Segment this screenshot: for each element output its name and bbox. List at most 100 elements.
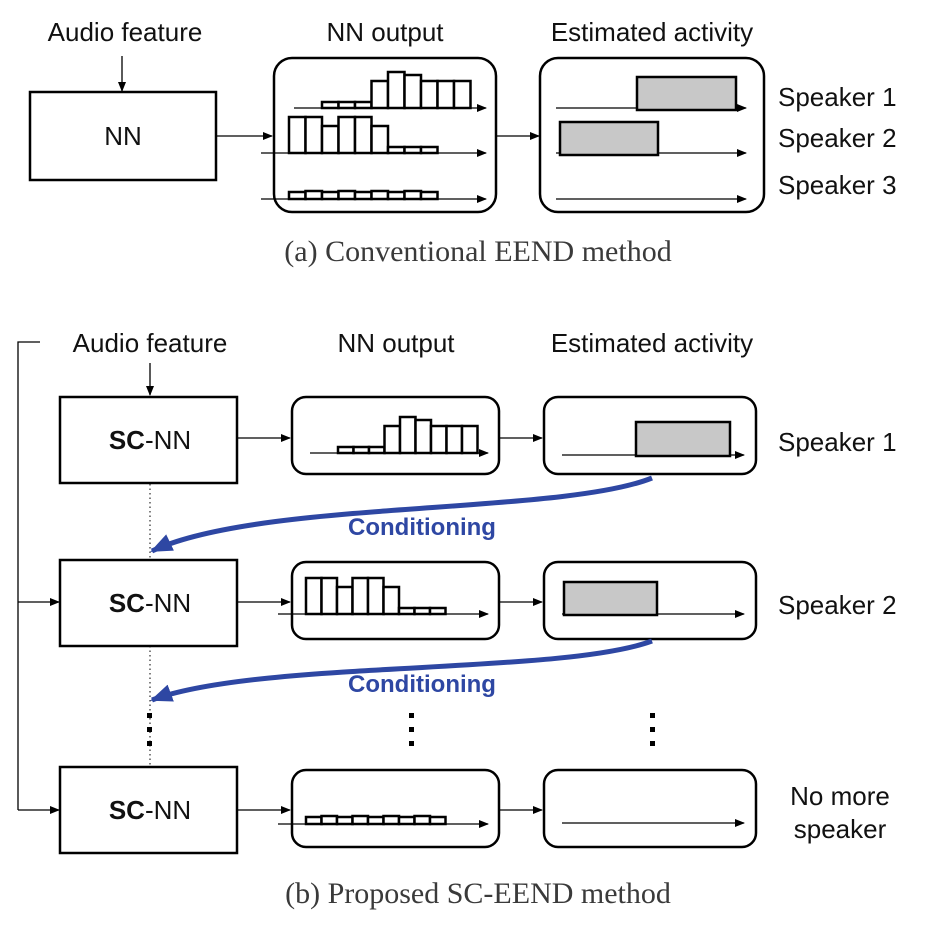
activity-segment-b2 [562,580,659,617]
a-speaker-2-bar [320,124,340,155]
ellipsis-middle [409,713,414,746]
speaker-2-label-b: Speaker 2 [778,590,897,620]
speaker-1-label-a: Speaker 1 [778,82,897,112]
conditioning-arrow-2 [150,638,653,703]
b-speaker-2-bar [320,576,339,616]
sc-nn-label-3: SC-NN [109,795,191,825]
b-no-speaker-bar [428,815,447,826]
b-no-speaker-bar [351,814,370,826]
caption-b: (b) Proposed SC-EEND method [285,877,671,910]
a-speaker-3-bar [304,189,324,201]
nn-output-panel-b3 [290,768,501,849]
activity-segment-speaker-1-a [635,75,738,112]
b-speaker-1-bar [383,424,402,455]
activity-segment-speaker-2-a [558,120,660,157]
b-no-speaker-bar [304,815,323,826]
b-speaker-1-bar [367,445,386,455]
caption-a: (a) Conventional EEND method [284,235,671,268]
a-speaker-1-bar [370,79,390,110]
no-more-label-line2: speaker [794,814,887,844]
nn-output-bars-a [261,70,487,203]
nn-output-bars-b [278,415,489,828]
a-speaker-2-bar [304,115,324,155]
a-speaker-3-bar [386,190,406,201]
b-speaker-1-bar [352,445,371,455]
a-speaker-1-bar [320,100,340,110]
b-speaker-1-bar [460,424,479,455]
ellipsis-left [147,713,152,746]
nn-output-label-a: NN output [326,17,444,47]
conditioning-label-2: Conditioning [348,671,496,698]
audio-feature-label-b: Audio feature [73,328,228,358]
sc-nn-label-1: SC-NN [109,425,191,455]
sc-nn-box-1 [58,395,239,485]
a-speaker-2-bar [337,115,357,155]
a-speaker-1-bar [386,70,406,110]
a-speaker-2-bar [386,145,406,155]
a-speaker-2-bar [403,145,423,155]
part-b: Audio feature NN output Estimated activi… [17,328,897,910]
conditioning-label-1: Conditioning [348,514,496,541]
sc-nn-label-2: SC-NN [109,588,191,618]
a-speaker-3-bar [419,190,439,201]
b-no-speaker-bar [413,814,432,826]
b-speaker-2-bar [413,606,432,616]
a-speaker-1-bar [353,100,373,110]
a-speaker-1-bar [403,73,423,110]
sc-nn-box-2 [58,558,239,648]
a-speaker-2-bar [419,145,439,155]
speaker-3-label-a: Speaker 3 [778,170,897,200]
a-speaker-1-bar [436,79,456,110]
estimated-activity-panel-b3 [542,768,758,849]
b-no-speaker-bar [335,815,354,826]
no-more-label-line1: No more [790,781,890,811]
b-no-speaker-bar [382,814,401,826]
speaker-1-label-b: Speaker 1 [778,427,897,457]
input-feed-line [17,341,40,810]
a-speaker-2-bar [287,115,307,155]
b-speaker-1-bar [445,424,464,455]
part-a: Audio feature NN output Estimated activi… [28,17,897,268]
audio-feature-label-a: Audio feature [48,17,203,47]
a-speaker-3-bar [320,190,340,201]
a-speaker-3-bar [287,190,307,201]
sc-bold-2: SC [109,588,145,618]
conditioning-arrow-1 [150,475,653,554]
b-speaker-2-bar [428,606,447,616]
estimated-activity-label-b: Estimated activity [551,328,753,358]
sc-bold-3: SC [109,795,145,825]
b-no-speaker-bar [320,814,339,826]
nn-box-label-a: NN [104,121,142,151]
nn-output-label-b: NN output [337,328,455,358]
a-speaker-1-bar [337,100,357,110]
a-speaker-3-bar [370,189,390,201]
a-speaker-1-bar [419,79,439,110]
b-speaker-1-bar [429,424,448,455]
a-speaker-3-bar [337,189,357,201]
estimated-activity-label-a: Estimated activity [551,17,753,47]
b-speaker-1-bar [398,415,417,455]
a-speaker-1-bar [452,79,472,110]
b-speaker-2-bar [382,585,401,616]
a-speaker-2-bar [370,124,390,155]
nn-suffix-3: -NN [145,795,191,825]
b-speaker-1-bar [414,418,433,455]
b-speaker-2-bar [335,585,354,616]
b-speaker-2-bar [366,576,385,616]
ellipsis-right [650,713,655,746]
nn-suffix-2: -NN [145,588,191,618]
nn-suffix-1: -NN [145,425,191,455]
a-speaker-2-bar [353,115,373,155]
activity-segment-b1 [634,420,732,458]
b-no-speaker-bar [366,815,385,826]
b-no-speaker-bar [397,815,416,826]
a-speaker-3-bar [353,190,373,201]
speaker-2-label-a: Speaker 2 [778,123,897,153]
b-speaker-1-bar [336,445,355,455]
b-speaker-2-bar [304,576,323,616]
sc-bold-1: SC [109,425,145,455]
b-speaker-2-bar [397,606,416,616]
a-speaker-3-bar [403,189,423,201]
b-speaker-2-bar [351,576,370,616]
